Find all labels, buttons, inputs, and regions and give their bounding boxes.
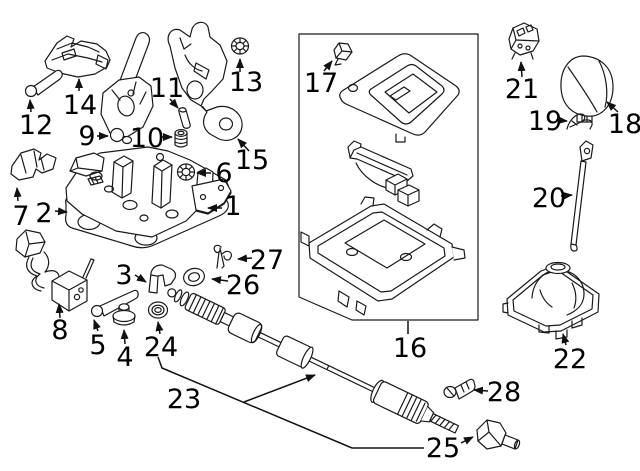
- part-8-drawing: [15, 229, 95, 312]
- part-label-28: 28: [487, 377, 521, 408]
- part-label-9: 9: [78, 121, 95, 152]
- leader-line-28: [473, 386, 489, 395]
- part-3-drawing: [148, 264, 177, 294]
- part-label-15: 15: [235, 145, 269, 176]
- part-28-drawing: [443, 378, 476, 400]
- part-label-6: 6: [215, 158, 232, 189]
- leader-line-18: [606, 101, 619, 113]
- leader-line-23: [157, 356, 424, 449]
- part-26-drawing: [183, 267, 205, 287]
- leader-line-21: [517, 61, 526, 78]
- leader-line-19: [555, 116, 568, 125]
- part-label-19: 19: [528, 106, 562, 137]
- leader-line-24: [155, 321, 164, 335]
- part-19-drawing: [566, 113, 593, 130]
- part-11-drawing: [178, 107, 191, 129]
- leader-line-25: [460, 436, 474, 445]
- leader-line-7: [13, 187, 22, 202]
- leader-line-15: [237, 138, 250, 152]
- part-1-drawing: [65, 146, 232, 238]
- part-label-21: 21: [505, 74, 539, 105]
- part-art-layer: [10, 21, 614, 450]
- leader-line-17: [323, 60, 333, 72]
- part-14-drawing: [44, 35, 111, 78]
- leader-line-2: [54, 207, 68, 216]
- leader-line-5: [93, 319, 101, 332]
- part-label-22: 22: [553, 344, 587, 375]
- part-20-drawing: [570, 140, 594, 252]
- part-label-1: 1: [224, 191, 241, 222]
- leader-line-4: [120, 329, 129, 345]
- part-label-26: 26: [226, 270, 260, 301]
- part-27-drawing: [213, 244, 232, 269]
- detail-box: [298, 33, 479, 321]
- part-label-8: 8: [51, 315, 68, 346]
- part-label-18: 18: [608, 109, 640, 140]
- part-12-drawing: [24, 69, 63, 98]
- part-9-drawing: [100, 31, 154, 145]
- part-22-drawing: [502, 261, 600, 340]
- part-label-2: 2: [35, 198, 52, 229]
- part-label-16: 16: [393, 333, 427, 364]
- part-15-drawing: [167, 21, 243, 141]
- leader-line-26: [211, 276, 229, 285]
- leader-arrow-23: [243, 374, 316, 403]
- part-label-17: 17: [304, 68, 338, 99]
- part-label-11: 11: [150, 73, 184, 104]
- part-label-14: 14: [63, 90, 97, 121]
- part-label-10: 10: [130, 123, 164, 154]
- part-label-13: 13: [229, 67, 263, 98]
- part-5-drawing: [90, 289, 139, 318]
- part-label-7: 7: [12, 201, 29, 232]
- part-4-drawing: [112, 303, 136, 326]
- leader-line-3: [134, 273, 147, 283]
- part-10-drawing: [174, 129, 188, 148]
- part-label-24: 24: [144, 332, 178, 363]
- leader-line-12: [26, 99, 35, 113]
- part-25-drawing: [476, 419, 521, 450]
- part-18-drawing: [560, 55, 614, 123]
- part-label-23: 23: [167, 384, 201, 415]
- leader-line-8: [55, 303, 64, 319]
- part-label-12: 12: [19, 110, 53, 141]
- leader-line-11: [169, 98, 179, 109]
- part-17-drawing: [333, 42, 353, 66]
- part-16-drawing: [300, 53, 466, 316]
- part-21-drawing: [508, 22, 540, 60]
- part-13-drawing: [230, 37, 250, 55]
- part-label-4: 4: [116, 342, 133, 373]
- leader-lines-layer: [13, 58, 619, 449]
- leader-line-22: [561, 333, 570, 346]
- part-label-27: 27: [250, 245, 284, 276]
- part-label-20: 20: [532, 183, 566, 214]
- leader-line-20: [560, 191, 573, 200]
- leader-line-27: [237, 254, 253, 263]
- part-24-drawing: [147, 301, 169, 319]
- part-label-25: 25: [426, 433, 460, 464]
- part-label-3: 3: [115, 260, 132, 291]
- part-6-drawing: [176, 163, 196, 181]
- part-label-5: 5: [89, 330, 106, 361]
- part-7-drawing: [10, 148, 57, 181]
- part-23-cable-drawing: [167, 288, 460, 434]
